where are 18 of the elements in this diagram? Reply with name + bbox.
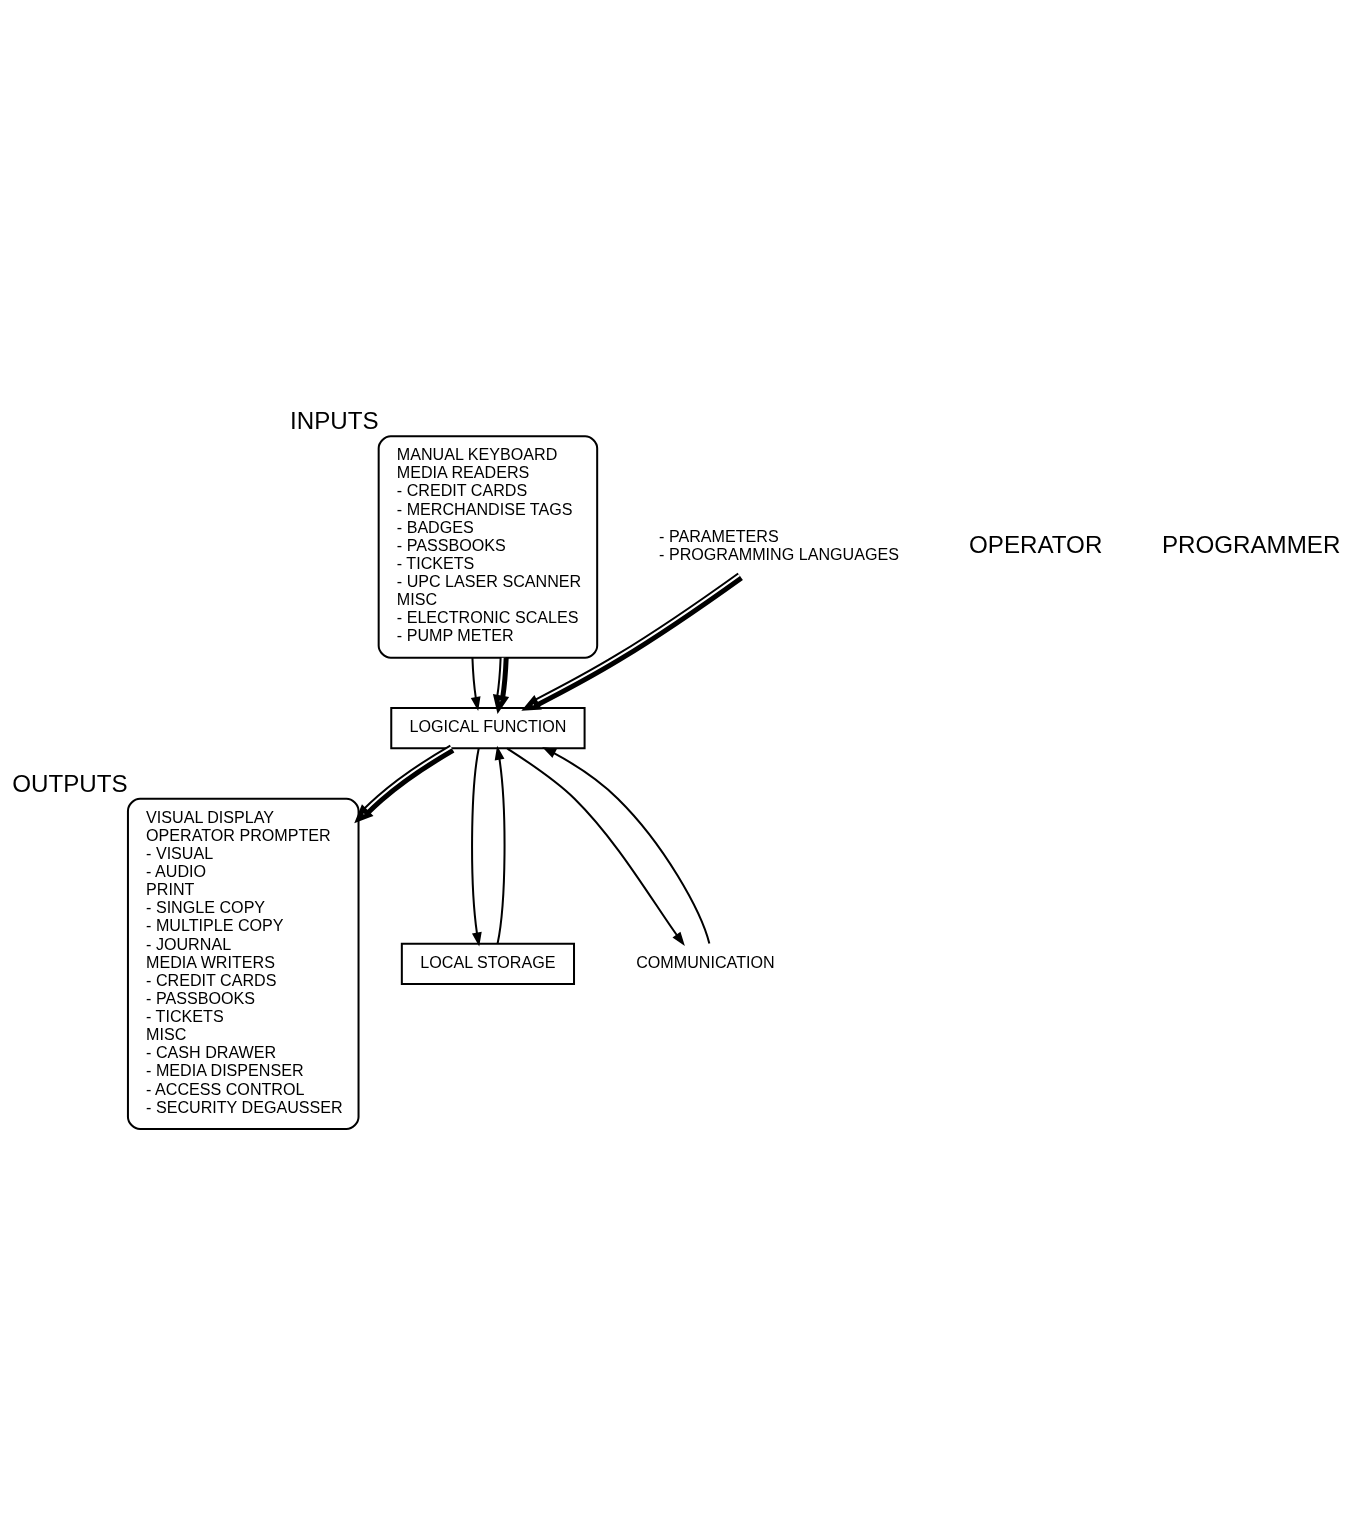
arrow <box>492 657 510 714</box>
arrow <box>471 748 482 947</box>
arrow <box>494 745 506 944</box>
arrow <box>506 747 685 946</box>
node-box: LOGICAL FUNCTION <box>390 706 586 749</box>
arrow <box>521 572 743 711</box>
node-text: COMMUNICATION <box>636 952 775 971</box>
node-box: MANUAL KEYBOARD MEDIA READERS - CREDIT CARDS - MERCHANDISE TAGS - BADGES - PASSBOOKS - TICKETS - UPC LASER SCANNER MISC - ELECTRONIC SCALES - PUMP METER <box>377 434 599 659</box>
label: PROGRAMMER <box>1161 530 1341 558</box>
arrow <box>470 657 481 711</box>
label: OPERATOR <box>969 530 1103 558</box>
node-box: LOCAL STORAGE <box>400 942 576 985</box>
node-label: INPUTS <box>290 406 379 434</box>
node-label: OUTPUTS <box>12 769 128 797</box>
arrow <box>542 746 711 944</box>
node-box: VISUAL DISPLAY OPERATOR PROMPTER - VISUAL - AUDIO PRINT - SINGLE COPY - MULTIPLE COPY - JOURNAL MEDIA WRITERS - CREDIT CARDS - PASSBOOKS - TICKETS MISC - CASH DRAWER - MEDIA DISPENSER - ACCESS CONTROL - SECURITY DEGAUSSER <box>126 797 360 1130</box>
node-text: - PARAMETERS - PROGRAMMING LANGUAGES <box>659 526 899 563</box>
arrow <box>354 744 455 823</box>
